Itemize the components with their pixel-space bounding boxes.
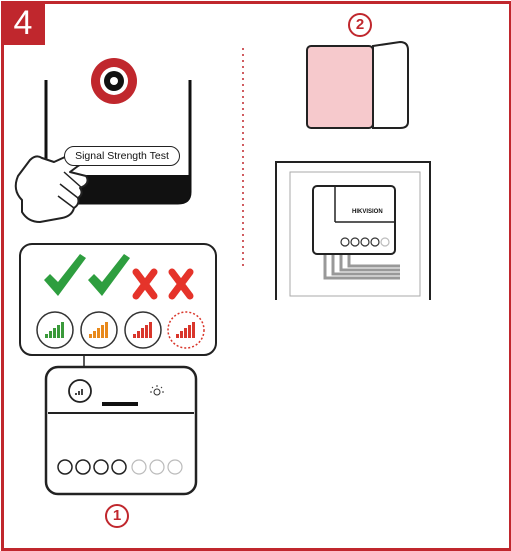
step-number-badge: 4 [1, 1, 45, 45]
signal-circle-1 [36, 311, 74, 349]
light-icon [150, 385, 164, 396]
cross-mark-1-icon [132, 268, 158, 300]
check-mark-2-icon [88, 254, 130, 296]
terminal-row [57, 459, 183, 475]
app-logo-icon [91, 58, 137, 104]
signal-circle-4 [167, 311, 205, 349]
wall-box-installation [275, 161, 431, 300]
pointing-hand-icon [14, 150, 89, 223]
signal-circle-3 [124, 311, 162, 349]
callout-number-1: 1 [105, 504, 129, 528]
module-slot [102, 402, 138, 406]
module-brand-label: HIKVISION [352, 209, 383, 215]
module-isometric-view [306, 40, 409, 129]
signal-strength-test-button[interactable]: Signal Strength Test [64, 146, 180, 166]
callout-number-2: 2 [348, 13, 372, 37]
cross-mark-2-icon [168, 268, 194, 300]
check-mark-1-icon [44, 254, 86, 296]
signal-circle-2 [80, 311, 118, 349]
module-front-view [44, 365, 198, 496]
